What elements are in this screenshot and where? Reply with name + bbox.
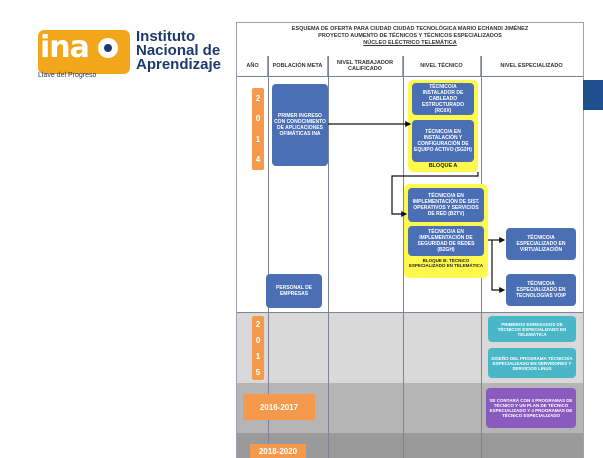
population-companies: PERSONAL DE EMPRESAS — [266, 274, 322, 308]
diagram-title-line1: ESQUEMA DE OFERTA PARA CIUDAD CIUDAD TEC… — [291, 26, 529, 32]
column-header-specialized: NIVEL ESPECIALIZADO — [500, 63, 563, 69]
ina-logo-word: ina — [40, 30, 90, 65]
year-2015-digit-2: 0 — [255, 335, 261, 345]
year-2014-digit-4: 4 — [255, 155, 261, 165]
diagram-title: ESQUEMA DE OFERTA PARA CIUDAD CIUDAD TEC… — [238, 26, 582, 47]
specialized-voip: TÉCNICO/A ESPECIALIZADO EN TECNOLOGÍAS V… — [506, 274, 576, 306]
year-2015-digit-4: 5 — [255, 367, 261, 377]
year-2014-digit-2: 0 — [255, 114, 261, 124]
specialized-virtualization: TÉCNICO/A ESPECIALIZADO EN VIRTUALIZACIÓ… — [506, 228, 576, 260]
year-2014-digit-1: 2 — [255, 93, 261, 103]
technical-active-equipment: TÉCNICO/A EN INSTALACIÓN Y CONFIGURACIÓN… — [412, 120, 474, 162]
year-2015-digit-1: 2 — [255, 319, 261, 329]
specialized-first-graduates: PRIMEROS EGRESADOS DE TÉCNICOS ESPECIALI… — [488, 316, 576, 342]
arrow-block-a-to-block-b — [391, 172, 479, 217]
institution-name: Instituto Nacional de Aprendizaje — [136, 28, 222, 73]
technical-cabling: TÉCNICO/A INSTALADOR DE CABLEADO ESTRUCT… — [412, 83, 474, 115]
column-divider-1 — [268, 56, 269, 458]
population-first-entry: PRIMER INGRESO CON CONOCIMIENTO DE APLIC… — [272, 84, 328, 166]
logo-tagline: Llave del Progreso — [38, 72, 97, 79]
year-2014-box: 2 0 1 4 — [252, 88, 264, 170]
year-2018-2020-box: 2018-2020 — [250, 444, 306, 458]
diagram-title-line2: PROYECTO AUMENTO DE TÉCNICOS Y TÉCNICOS … — [318, 33, 502, 39]
column-divider-2 — [328, 56, 329, 458]
institution-name-line1: Instituto — [136, 28, 196, 45]
technical-operating-systems: TÉCNICO/A EN IMPLEMENTACIÓN DE SIST. OPE… — [408, 188, 484, 222]
block-a-label: BLOQUE A — [428, 163, 458, 169]
specialized-linux-design: DISEÑO DEL PROGRAMA TÉCNICO/A ESPECIALIZ… — [488, 348, 576, 378]
year-2015-box: 2 0 1 5 — [252, 316, 264, 380]
side-banner — [583, 80, 603, 110]
year-2014-digit-3: 1 — [255, 134, 261, 144]
institution-name-line3: Aprendizaje — [136, 56, 222, 73]
column-header-qualified: NIVEL TRABAJADOR CALIFICADO — [328, 56, 403, 76]
header-rule — [237, 76, 583, 77]
arrow-block-b-to-voip — [491, 240, 506, 293]
column-header-year: AÑO — [238, 56, 268, 76]
logo-dot-inner — [104, 44, 112, 52]
diagram-title-line3: NÚCLEO ELÉCTRICO TELEMÁTICA — [363, 40, 457, 46]
technical-network-security: TÉCNICO/A EN IMPLEMENTACIÓN DE SEGURIDAD… — [408, 226, 484, 256]
institution-name-line2: Nacional de — [136, 42, 221, 59]
year-2015-digit-3: 1 — [255, 351, 261, 361]
year-2016-2017-box: 2016-2017 — [243, 394, 315, 420]
column-divider-3 — [403, 56, 404, 458]
column-header-technical: NIVEL TÉCNICO — [403, 56, 481, 76]
row-rule-2015 — [237, 312, 583, 313]
column-header-population: POBLACIÓN META — [268, 56, 328, 76]
specialized-summary: SE CONTARÁ CON 4 PROGRAMAS DE TÉCNICO Y … — [486, 388, 576, 428]
block-b-label: BLOQUE B: TÉCNICO ESPECIALIZADO EN TELEM… — [408, 258, 484, 268]
